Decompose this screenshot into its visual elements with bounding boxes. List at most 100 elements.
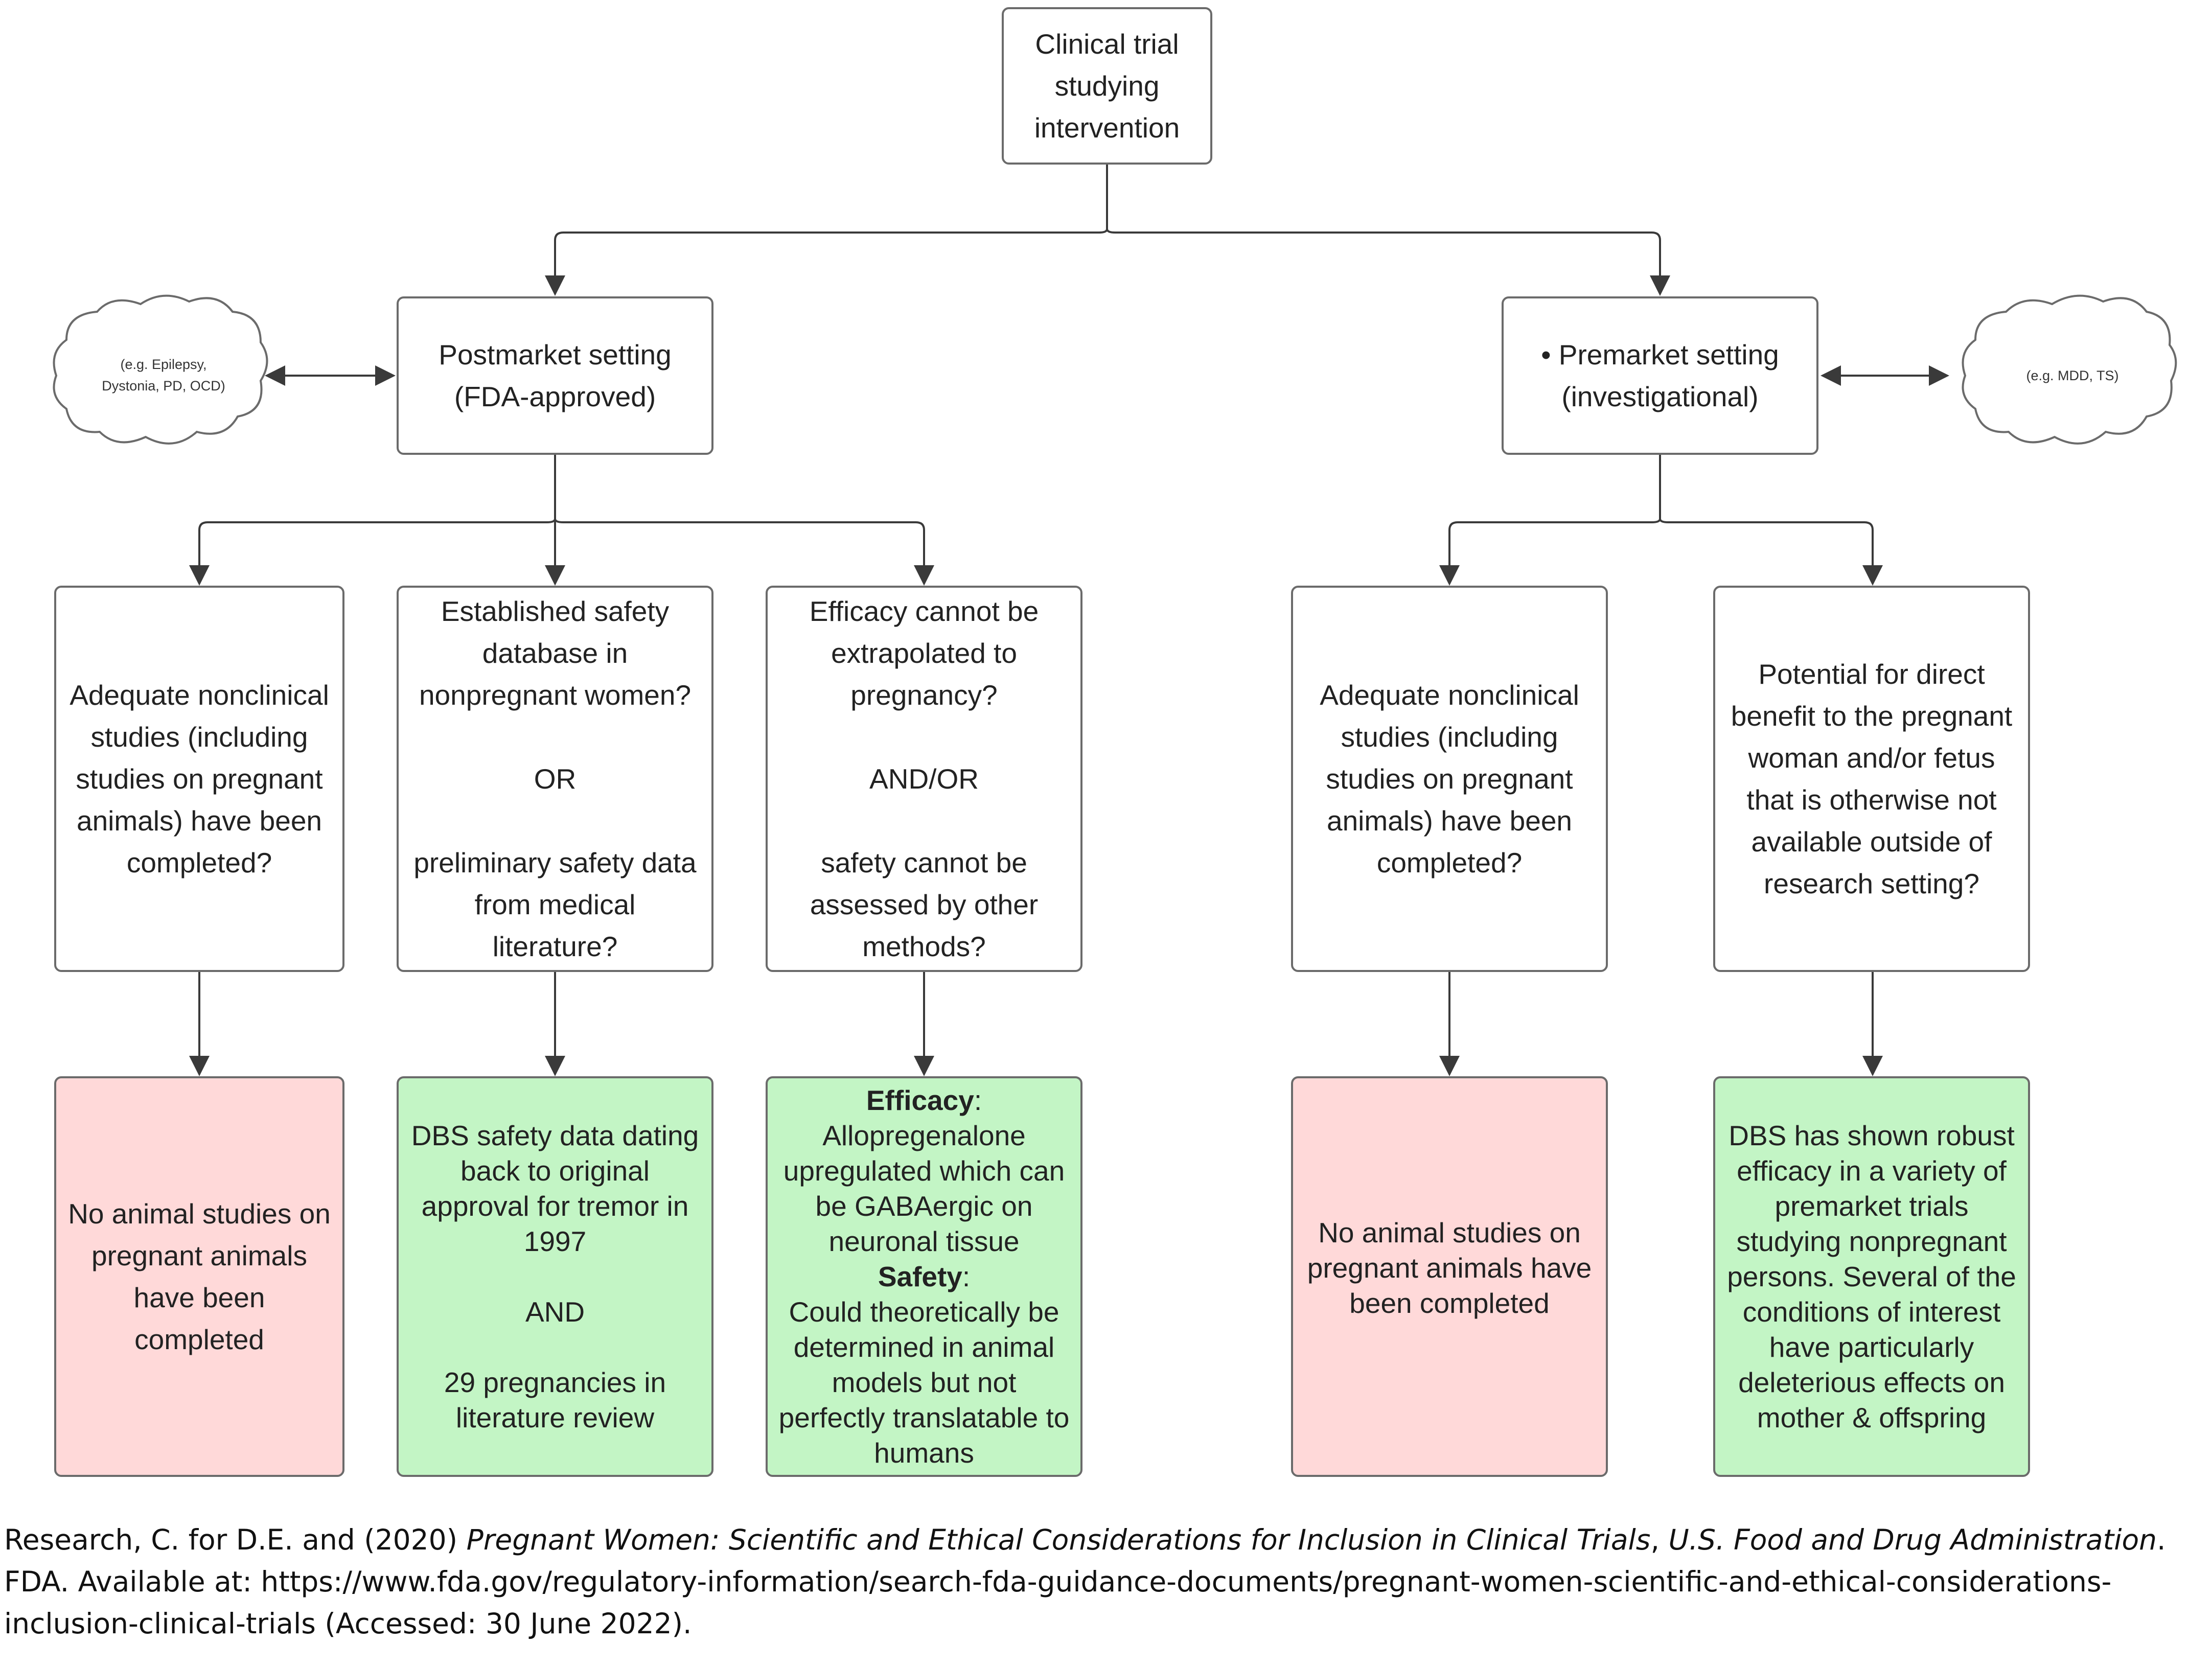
pre-q1-line-5: completed?: [1376, 847, 1523, 878]
post-q3-line-1: Efficacy cannot be: [809, 595, 1039, 627]
postmarket-line-1: Postmarket setting: [439, 339, 672, 371]
pre-a2-line-4: studying nonpregnant: [1736, 1225, 2007, 1257]
post-q1-line-2: studies (including: [90, 721, 308, 753]
post-q1-line-4: animals) have been: [76, 805, 322, 837]
pre-a2-line-7: have particularly: [1769, 1331, 1974, 1363]
post-q3-line-8: assessed by other: [810, 889, 1039, 920]
post-q3-line-andor: AND/OR: [869, 763, 979, 795]
pre-q1-line-2: studies (including: [1341, 721, 1558, 753]
post-q2-line-8: from medical: [474, 889, 636, 920]
post-a3-saf-line-3: models but not: [832, 1366, 1017, 1398]
post-q1-line-5: completed?: [126, 847, 272, 878]
citation-line-2[interactable]: FDA. Available at: https://www.fda.gov/r…: [4, 1565, 2112, 1598]
left-cloud-shape: [53, 294, 268, 445]
efficacy-label: Efficacy: [866, 1084, 974, 1116]
pre-q2-line-2: benefit to the pregnant: [1731, 700, 2013, 732]
postmarket-line-2: (FDA-approved): [454, 381, 656, 412]
pre-a1-line-1: No animal studies on: [1318, 1217, 1581, 1248]
post-a3-saf-line-2: determined in animal: [793, 1331, 1055, 1363]
flowchart-connectors: [53, 165, 2177, 1076]
post-question-safety-database: Established safety database in nonpregna…: [397, 586, 713, 972]
pre-q2-line-6: research setting?: [1764, 868, 1979, 899]
pre-a1-line-3: been completed: [1349, 1287, 1550, 1319]
right-cloud-label: (e.g. MDD, TS): [1975, 365, 2170, 386]
post-a3-eff-line-3: be GABAergic on: [815, 1190, 1033, 1222]
post-a3-saf-line-5: humans: [874, 1437, 974, 1469]
post-question-nonclinical-studies: Adequate nonclinical studies (including …: [54, 586, 344, 972]
connector-root-to-premarket: [1106, 228, 1670, 296]
postmarket-setting-node: Postmarket setting (FDA-approved): [397, 296, 713, 455]
post-q2-line-3: nonpregnant women?: [419, 679, 692, 711]
root-line-1: Clinical trial: [1035, 28, 1179, 60]
post-a3-eff-line-1: Allopregenalone: [822, 1119, 1026, 1151]
pre-q1-line-3: studies on pregnant: [1326, 763, 1573, 795]
safety-label: Safety: [878, 1260, 962, 1292]
pre-q2-line-5: available outside of: [1751, 826, 1992, 858]
citation-line1-end: .: [2156, 1523, 2166, 1556]
root-node-clinical-trial: Clinical trial studying intervention: [1002, 7, 1212, 165]
connector-root-to-postmarket: [545, 228, 1108, 296]
post-a2-line-9: literature review: [455, 1401, 655, 1433]
post-q2-line-7: preliminary safety data: [413, 847, 697, 878]
pre-a2-line-8: deleterious effects on: [1738, 1366, 2005, 1398]
pre-q1-line-4: animals) have been: [1326, 805, 1572, 837]
citation-separator: ,: [1650, 1523, 1669, 1556]
pre-a2-line-1: DBS has shown robust: [1729, 1119, 2015, 1151]
post-q2-line-2: database in: [482, 637, 628, 669]
post-question-efficacy-extrapolation: Efficacy cannot be extrapolated to pregn…: [766, 586, 1082, 972]
pre-a2-line-6: conditions of interest: [1742, 1295, 2001, 1328]
post-a3-efficacy-heading: Efficacy:: [866, 1083, 982, 1118]
citation-author: Research, C. for D.E. and (2020): [4, 1523, 467, 1556]
connector-postmarket-to-q1: [189, 518, 556, 586]
efficacy-colon: :: [974, 1084, 982, 1116]
post-answer-efficacy-safety: Efficacy: Allopregenalone upregulated wh…: [766, 1076, 1082, 1477]
premarket-line-1: • Premarket setting: [1541, 339, 1779, 371]
connector-premarket-to-q2: [1659, 518, 1883, 586]
right-cloud-shape: [1962, 294, 2177, 445]
post-q3-line-2: extrapolated to: [831, 637, 1017, 669]
premarket-setting-node: • Premarket setting (investigational): [1502, 296, 1818, 455]
post-a1-line-3: have been: [133, 1282, 265, 1313]
post-a1-line-4: completed: [134, 1324, 264, 1355]
pre-a2-line-5: persons. Several of the: [1727, 1260, 2016, 1292]
post-q1-line-3: studies on pregnant: [76, 763, 323, 795]
pre-a1-line-2: pregnant animals have: [1307, 1252, 1592, 1284]
post-q1-line-1: Adequate nonclinical: [70, 679, 329, 711]
left-cloud-line-1: (e.g. Epilepsy,: [120, 357, 207, 372]
pre-answer-no-animal-studies: No animal studies on pregnant animals ha…: [1291, 1076, 1608, 1477]
pre-q2-line-1: Potential for direct: [1758, 658, 1985, 690]
pre-question-nonclinical-studies: Adequate nonclinical studies (including …: [1291, 586, 1608, 972]
post-a1-line-2: pregnant animals: [91, 1240, 307, 1271]
post-a3-saf-line-1: Could theoretically be: [789, 1295, 1059, 1328]
post-a1-line-1: No animal studies on: [68, 1198, 331, 1230]
pre-question-direct-benefit: Potential for direct benefit to the preg…: [1713, 586, 2030, 972]
post-q2-line-1: Established safety: [441, 595, 670, 627]
pre-q2-line-3: woman and/or fetus: [1748, 742, 1995, 774]
left-cloud-line-2: Dystonia, PD, OCD): [102, 378, 225, 394]
post-answer-dbs-safety-data: DBS safety data dating back to original …: [397, 1076, 713, 1477]
pre-q1-line-1: Adequate nonclinical: [1320, 679, 1579, 711]
pre-q2-line-4: that is otherwise not: [1746, 784, 1997, 816]
post-q2-line-9: literature?: [492, 931, 618, 962]
post-a2-line-1: DBS safety data dating: [411, 1119, 699, 1151]
root-line-3: intervention: [1034, 112, 1180, 144]
pre-answer-dbs-efficacy: DBS has shown robust efficacy in a varie…: [1713, 1076, 2030, 1477]
post-a3-saf-line-4: perfectly translatable to: [778, 1401, 1070, 1433]
post-a3-safety-heading: Safety:: [878, 1259, 970, 1294]
post-a3-eff-line-4: neuronal tissue: [828, 1225, 1020, 1257]
citation: Research, C. for D.E. and (2020) Pregnan…: [4, 1519, 2207, 1645]
connector-postmarket-to-q3: [554, 518, 934, 586]
left-cloud-label: (e.g. Epilepsy, Dystonia, PD, OCD): [66, 354, 261, 397]
citation-line-3[interactable]: inclusion-clinical-trials (Accessed: 30 …: [4, 1607, 692, 1640]
post-a3-eff-line-2: upregulated which can: [783, 1154, 1065, 1187]
post-a2-line-and: AND: [525, 1295, 585, 1328]
post-a2-line-3: approval for tremor in: [421, 1190, 689, 1222]
premarket-line-2: (investigational): [1561, 381, 1759, 412]
post-answer-no-animal-studies: No animal studies on pregnant animals ha…: [54, 1076, 344, 1477]
citation-publisher: U.S. Food and Drug Administration: [1668, 1523, 2157, 1556]
post-q3-line-9: methods?: [862, 931, 986, 962]
post-q3-line-3: pregnancy?: [850, 679, 998, 711]
pre-a2-line-3: premarket trials: [1775, 1190, 1969, 1222]
safety-colon: :: [962, 1260, 971, 1292]
post-q3-line-7: safety cannot be: [821, 847, 1027, 878]
